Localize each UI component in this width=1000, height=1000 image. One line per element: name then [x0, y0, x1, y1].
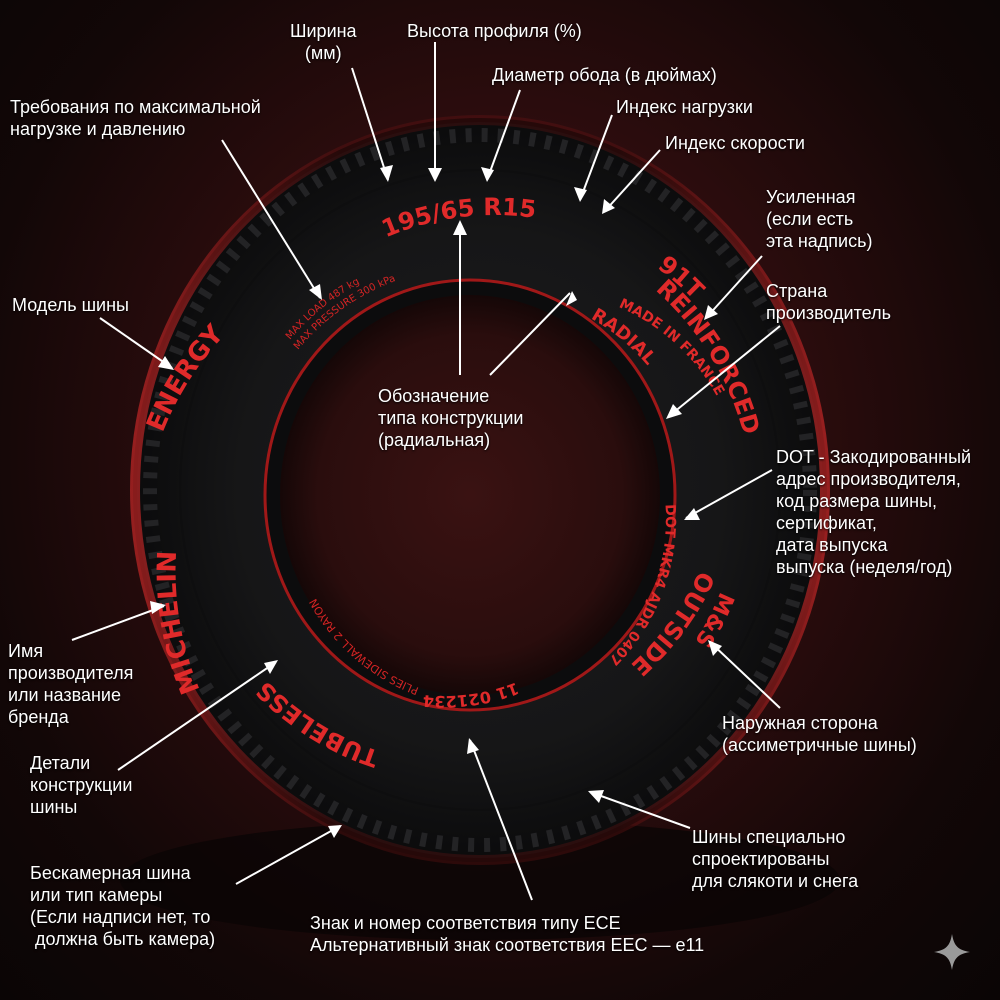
callout-arrows — [71, 42, 781, 901]
arrowhead-ms — [588, 790, 604, 803]
arrow-country — [667, 325, 781, 418]
arrow-heads — [150, 165, 722, 838]
arrowhead-rim — [481, 167, 494, 182]
callout-plies: Детали конструкции шины — [30, 753, 133, 817]
sidewall-ring — [179, 169, 781, 811]
arrowhead-outside — [708, 640, 722, 656]
arrow-speed-index — [603, 149, 661, 213]
callout-brand: Имя производителя или название бренда — [8, 641, 134, 727]
arrow-ms — [589, 791, 691, 829]
callout-rim: Диаметр обода (в дюймах) — [492, 65, 717, 85]
callout-reinforced: Усиленная (если есть эта надпись) — [766, 187, 873, 251]
arrow-ece — [469, 739, 533, 901]
arrow-model — [99, 317, 173, 369]
arrowhead-load-index — [574, 187, 587, 202]
callout-ece: Знак и номер соответствия типу ECE Альте… — [310, 913, 705, 955]
callout-load-index: Индекс нагрузки — [616, 97, 753, 117]
arrow-max-load — [221, 139, 321, 299]
callout-construction: Обозначение типа конструкции (радиальная… — [378, 386, 524, 450]
arrowhead-country — [666, 404, 682, 419]
arrow-construction-radial — [489, 292, 571, 376]
callout-country: Страна производитель — [766, 281, 891, 323]
arrow-width — [351, 67, 389, 181]
arrowhead-plies — [264, 660, 278, 674]
callout-max-load: Требования по максимальной нагрузке и да… — [10, 97, 261, 139]
callout-width: Ширина (мм) — [290, 21, 357, 63]
callout-model: Модель шины — [12, 295, 129, 315]
floor-shadow — [120, 820, 840, 940]
arrowhead-profile — [428, 168, 442, 182]
callout-profile: Высота профиля (%) — [407, 21, 582, 41]
arrowhead-construction-radial — [566, 291, 577, 306]
arrowhead-speed-index — [602, 199, 615, 214]
arrow-reinforced — [705, 255, 763, 319]
tread-ring — [143, 128, 817, 852]
arrow-tubeless — [235, 825, 341, 885]
arrow-brand — [71, 605, 165, 641]
arrow-load-index — [579, 114, 613, 201]
callout-dot: DOT - Закодированный адрес производителя… — [776, 447, 972, 577]
callout-ms: Шины специально спроектированы для сляко… — [692, 827, 859, 891]
callout-tubeless: Бескамерная шина или тип камеры (Если на… — [30, 863, 216, 949]
callout-speed-index: Индекс скорости — [665, 133, 805, 153]
arrow-plies — [117, 661, 277, 771]
arrowhead-construction-up — [453, 220, 467, 235]
arrowhead-tubeless — [328, 825, 342, 838]
tire-hole — [280, 295, 660, 695]
arrow-dot — [685, 469, 773, 519]
arrowhead-max-load — [309, 284, 322, 300]
sparkle-icon — [934, 934, 970, 970]
arrowhead-reinforced — [704, 305, 718, 320]
tire-rim-glow — [130, 115, 830, 865]
arrowhead-brand — [150, 601, 166, 614]
arrowhead-dot — [684, 508, 700, 520]
arrow-rim — [486, 89, 521, 181]
arrowhead-ece — [467, 738, 479, 754]
arrowhead-width — [380, 165, 393, 182]
arrowhead-model — [158, 356, 174, 370]
arrow-outside — [709, 641, 781, 709]
callout-outside: Наружная сторона (ассиметричные шины) — [722, 713, 917, 755]
